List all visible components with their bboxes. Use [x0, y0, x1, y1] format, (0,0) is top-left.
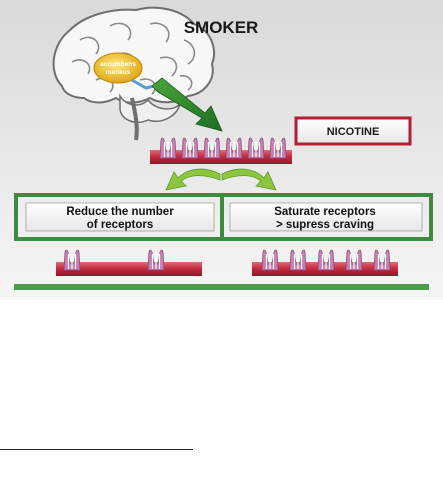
nicotine-receptor-diagram: accumbens nucleus SMOKER NICOTINE Reduce…: [0, 0, 443, 300]
receptor: [269, 137, 287, 159]
left-option-line2: of receptors: [87, 219, 153, 231]
left-option-box: [25, 202, 215, 232]
nicotine-label: NICOTINE: [327, 126, 380, 138]
right-option-box: [229, 202, 423, 232]
receptor: [247, 137, 265, 159]
right-option-line1: Saturate receptors: [274, 206, 376, 218]
left-option-line1: Reduce the number: [66, 206, 174, 218]
right-option-line2: > supress craving: [276, 219, 374, 231]
receptor: [147, 249, 165, 271]
down-arrow: [151, 77, 223, 132]
top-receptors: [159, 137, 287, 159]
receptor: [345, 249, 363, 271]
receptor: [63, 249, 81, 271]
brain-label-line2: nucleus: [106, 69, 131, 76]
nicotine-box: [294, 116, 412, 146]
split-arrow-right: [221, 168, 277, 191]
receptor: [159, 137, 177, 159]
receptor: [289, 249, 307, 271]
receptor: [181, 137, 199, 159]
bottom-green-bar: [14, 284, 429, 290]
diagram-title: SMOKER: [184, 18, 259, 37]
brain-label-line1: accumbens: [100, 61, 136, 68]
split-arrow-left: [165, 168, 221, 191]
receptor: [225, 137, 243, 159]
footnote-rule: [0, 449, 193, 450]
bottom-left-receptors: [63, 249, 165, 271]
receptor: [317, 249, 335, 271]
receptor: [203, 137, 221, 159]
receptor: [373, 249, 391, 271]
bottom-right-receptors: [261, 249, 391, 271]
receptor: [261, 249, 279, 271]
bottom-left-membrane: [56, 262, 202, 276]
accumbens-nucleus: [93, 52, 143, 84]
